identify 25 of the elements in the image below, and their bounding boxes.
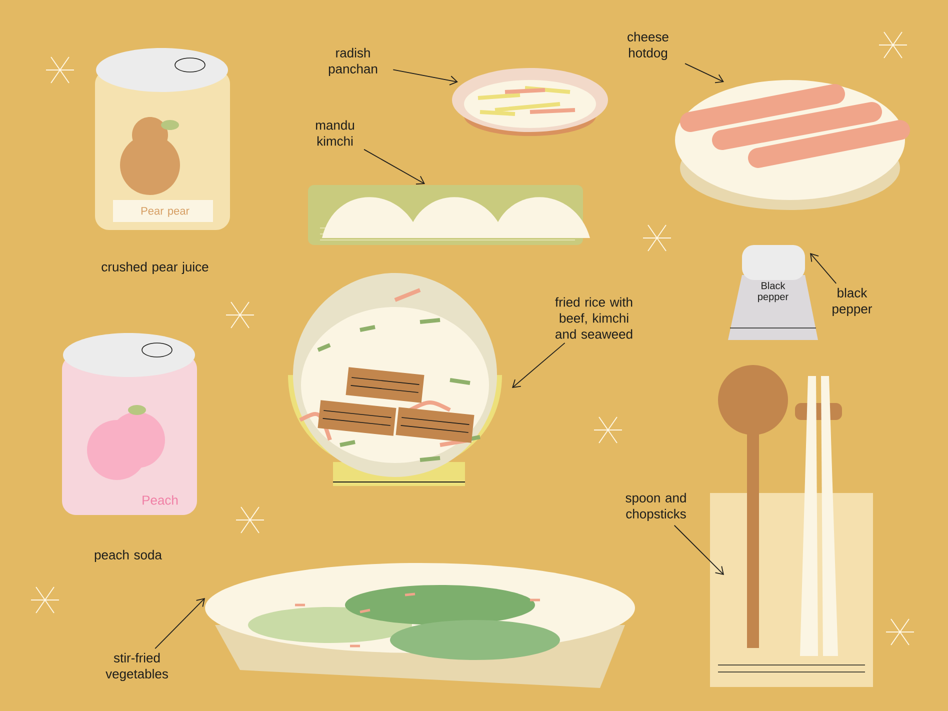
leader-arrow [154,598,205,650]
spoon-chopsticks-drawing [710,365,873,687]
food-label: fried rice with beef, kimchi and seaweed [555,297,632,339]
leader-arrow [392,69,458,86]
dumpling-tray-drawing [308,185,590,245]
food-label: stir-fried vegetables [106,652,168,682]
hotdog-plate-drawing [675,80,910,210]
vegetable-plate-drawing [205,563,635,688]
food-label: black pepper [832,288,872,316]
food-label: cheese hotdog [628,32,668,60]
can-label: Peach [142,495,178,505]
leader-arrow [674,524,724,575]
fried-rice-bowl-drawing [288,273,502,486]
leader-arrow [684,63,724,84]
can-label: Pear pear [141,207,190,217]
leader-arrow [512,342,566,388]
food-label: peach soda [94,550,162,562]
leader-arrow [810,253,837,284]
food-label: radish panchan [328,48,378,76]
food-label: spoon and chopsticks [626,492,686,522]
food-label: mandu kimchi [316,120,354,146]
leader-arrow [364,149,425,184]
pepper-shaker-drawing: Black pepper [728,245,818,340]
radish-dish-drawing [452,68,608,136]
food-label: crushed pear juice [102,262,208,274]
